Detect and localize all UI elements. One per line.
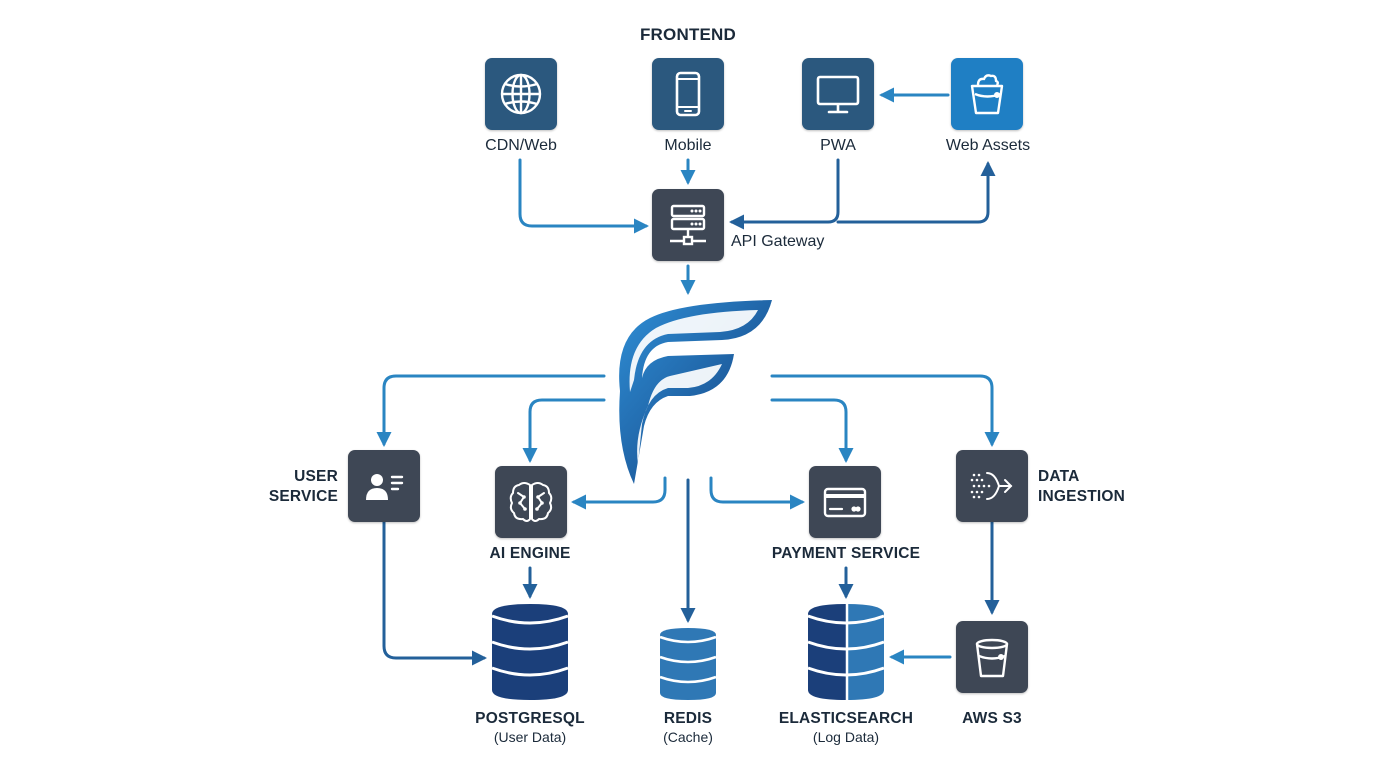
mobile-node[interactable]	[652, 58, 724, 130]
elasticsearch-label: ELASTICSEARCH	[778, 710, 914, 727]
elasticsearch-sublabel: (Log Data)	[812, 729, 880, 745]
funnel-arrow-icon	[970, 472, 1013, 500]
elasticsearch-database-icon	[807, 604, 885, 700]
edge-pwa-to-gateway	[729, 158, 840, 230]
edge-cdn-to-gateway	[518, 158, 649, 234]
user-service-node[interactable]	[348, 450, 420, 522]
pwa-node[interactable]	[802, 58, 874, 130]
edge-core-to-user	[376, 374, 606, 447]
frontend-heading: FRONTEND	[639, 25, 737, 44]
brain-icon	[509, 482, 553, 522]
edge-core-to-ingestion	[770, 374, 1000, 447]
smartphone-icon	[675, 71, 701, 117]
globe-icon	[500, 73, 542, 115]
payment-service-label: PAYMENT SERVICE	[771, 545, 921, 562]
ai-engine-node[interactable]	[495, 466, 567, 538]
postgresql-database-icon	[491, 604, 569, 700]
server-icon	[670, 204, 706, 246]
edge-core-to-payment	[770, 398, 854, 463]
redis-sublabel: (Cache)	[663, 729, 713, 745]
user-service-label: USER SERVICE	[230, 467, 338, 507]
pwa-label: PWA	[820, 137, 856, 154]
user-service-label-line2: SERVICE	[268, 488, 338, 505]
data-ingestion-label-line2: INGESTION	[1038, 488, 1126, 505]
data-ingestion-node[interactable]	[956, 450, 1028, 522]
api-gateway-label: API Gateway	[731, 233, 825, 250]
redis-database-icon	[659, 628, 717, 700]
bucket-icon	[975, 638, 1009, 678]
user-service-label-line1: USER	[294, 468, 338, 485]
credit-card-icon	[823, 487, 867, 518]
edge-core-to-ai	[522, 398, 606, 463]
f-logo-icon	[619, 300, 772, 484]
edge-core-to-ai-side	[571, 476, 667, 510]
ai-engine-label: AI ENGINE	[489, 545, 571, 562]
monitor-icon	[816, 75, 860, 114]
redis-label: REDIS	[663, 710, 713, 727]
postgresql-sublabel: (User Data)	[493, 729, 567, 745]
mobile-label: Mobile	[664, 137, 712, 154]
aws-s3-label: AWS S3	[962, 710, 1022, 727]
bucket-icon	[970, 74, 1004, 115]
api-gateway-node[interactable]	[652, 189, 724, 261]
web-assets-node[interactable]	[951, 58, 1023, 130]
postgresql-label: POSTGRESQL	[475, 710, 585, 727]
data-ingestion-label-line1: DATA	[1038, 468, 1080, 485]
payment-service-node[interactable]	[809, 466, 881, 538]
edge-user-to-postgres	[382, 520, 487, 666]
aws-s3-node[interactable]	[956, 621, 1028, 693]
edge-core-to-payment-side	[709, 476, 805, 510]
id-card-icon	[366, 474, 404, 500]
data-ingestion-label: DATA INGESTION	[1038, 467, 1125, 507]
web-assets-label: Web Assets	[945, 137, 1031, 154]
cdn-web-label: CDN/Web	[485, 137, 557, 154]
cdn-web-node[interactable]	[485, 58, 557, 130]
edge-gateway-to-assets	[836, 161, 996, 224]
